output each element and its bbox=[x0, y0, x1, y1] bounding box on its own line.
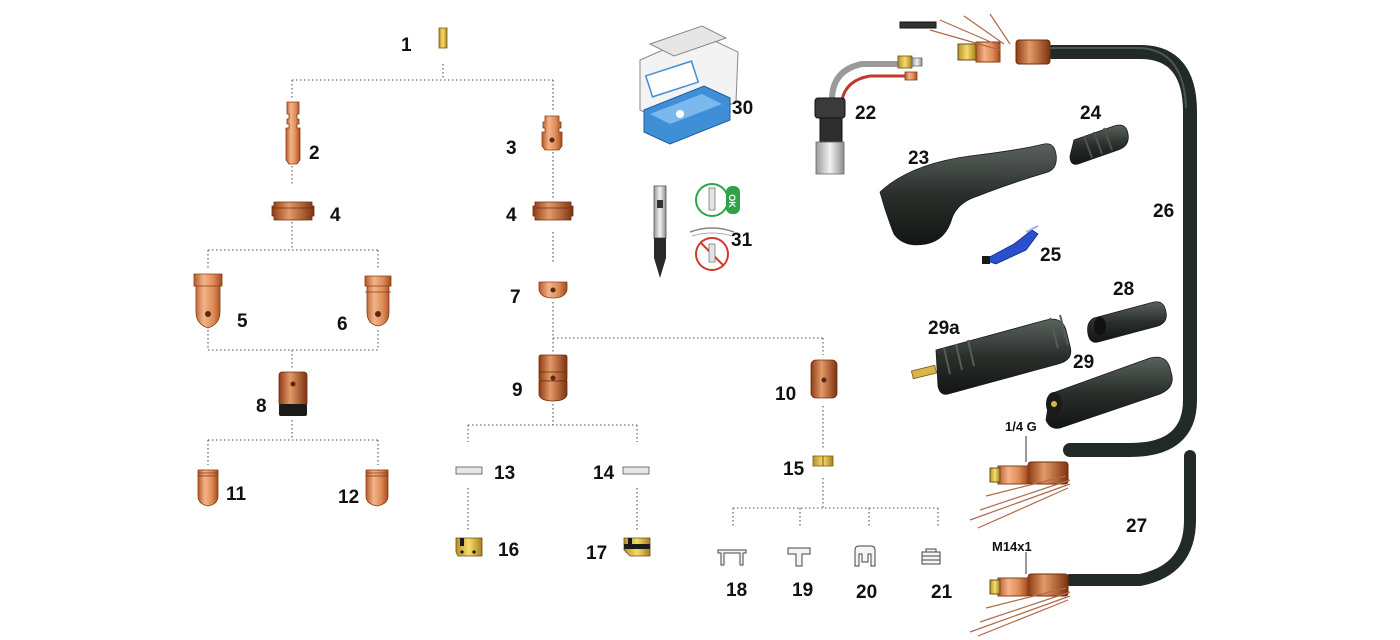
part-27-hose-assembly bbox=[969, 450, 1196, 637]
part-16-guide bbox=[455, 537, 483, 557]
ok-badge-text: OK bbox=[727, 194, 737, 208]
label-part-13: 13 bbox=[494, 463, 515, 484]
label-part-21: 21 bbox=[931, 582, 953, 603]
thread-label-lower: M14x1 bbox=[992, 539, 1032, 554]
label-part-24: 24 bbox=[1080, 103, 1102, 124]
part-24-grip-sleeve bbox=[1069, 124, 1129, 165]
part-29-handle-sleeve bbox=[1045, 356, 1173, 429]
part-26-hose-assembly bbox=[899, 13, 1197, 529]
label-part-16: 16 bbox=[498, 540, 519, 561]
label-part-9: 9 bbox=[512, 380, 523, 401]
label-part-4-left: 4 bbox=[330, 205, 341, 226]
label-part-22: 22 bbox=[855, 103, 876, 124]
ok-check-icon: OK bbox=[695, 183, 740, 217]
label-part-2: 2 bbox=[309, 143, 320, 164]
label-part-6: 6 bbox=[337, 314, 348, 335]
connector-lines bbox=[207, 64, 939, 530]
label-part-30: 30 bbox=[732, 98, 753, 119]
part-6-nozzle bbox=[364, 275, 392, 327]
part-8-shield-cup bbox=[278, 371, 308, 416]
part-17-guide bbox=[623, 537, 651, 557]
label-part-18: 18 bbox=[726, 580, 747, 601]
part-20-clip bbox=[854, 545, 876, 567]
thread-label-upper: 1/4 G bbox=[1005, 419, 1037, 434]
label-part-8: 8 bbox=[256, 396, 267, 417]
part-28-tube bbox=[1087, 301, 1167, 343]
part-18-bracket bbox=[717, 549, 747, 566]
label-part-15: 15 bbox=[783, 459, 805, 480]
part-4-swirl-ring-right bbox=[532, 201, 574, 221]
part-19-tee bbox=[787, 547, 811, 567]
label-part-7: 7 bbox=[510, 287, 521, 308]
label-part-29a: 29a bbox=[928, 318, 960, 339]
label-part-23: 23 bbox=[908, 148, 929, 169]
label-part-3: 3 bbox=[506, 138, 517, 159]
label-part-28: 28 bbox=[1113, 279, 1134, 300]
label-part-27: 27 bbox=[1126, 516, 1147, 537]
part-14-spacer bbox=[622, 466, 650, 475]
electrode-gauge-icon bbox=[653, 185, 667, 278]
part-11-tip bbox=[197, 469, 219, 507]
part-22-torch-head bbox=[814, 55, 923, 175]
label-part-25: 25 bbox=[1040, 245, 1062, 266]
label-part-11: 11 bbox=[226, 484, 247, 505]
label-part-31: 31 bbox=[731, 230, 753, 251]
part-21-holder bbox=[921, 548, 941, 565]
label-part-10: 10 bbox=[775, 384, 796, 405]
label-part-20: 20 bbox=[856, 582, 877, 603]
label-part-5: 5 bbox=[237, 311, 248, 332]
label-part-26: 26 bbox=[1153, 201, 1174, 222]
part-number-labels: 1 2 3 4 4 5 6 7 8 9 10 11 12 13 14 15 16… bbox=[226, 35, 1174, 603]
label-part-17: 17 bbox=[586, 543, 607, 564]
part-13-spacer bbox=[455, 466, 483, 475]
part-23-handle bbox=[879, 143, 1057, 246]
label-part-1: 1 bbox=[401, 35, 412, 56]
part-4-swirl-ring-left bbox=[271, 201, 315, 221]
label-part-19: 19 bbox=[792, 580, 813, 601]
part-2-electrode bbox=[285, 101, 301, 165]
part-1-pin bbox=[438, 27, 448, 49]
part-25-trigger bbox=[982, 225, 1039, 265]
label-part-4-right: 4 bbox=[506, 205, 517, 226]
label-part-14: 14 bbox=[593, 463, 615, 484]
part-9-shield-cap bbox=[538, 354, 568, 402]
part-15-coupling bbox=[812, 455, 834, 467]
part-12-tip bbox=[365, 469, 389, 507]
part-10-shield-cap bbox=[810, 359, 838, 399]
part-3-electrode bbox=[541, 115, 563, 151]
part-7-tip bbox=[538, 281, 568, 299]
consumable-box-icon bbox=[639, 25, 739, 145]
label-part-12: 12 bbox=[338, 487, 359, 508]
reject-gauge-icon bbox=[689, 227, 735, 271]
part-5-nozzle bbox=[193, 273, 223, 329]
label-part-29: 29 bbox=[1073, 352, 1094, 373]
part-29a-handle-body bbox=[910, 314, 1072, 395]
